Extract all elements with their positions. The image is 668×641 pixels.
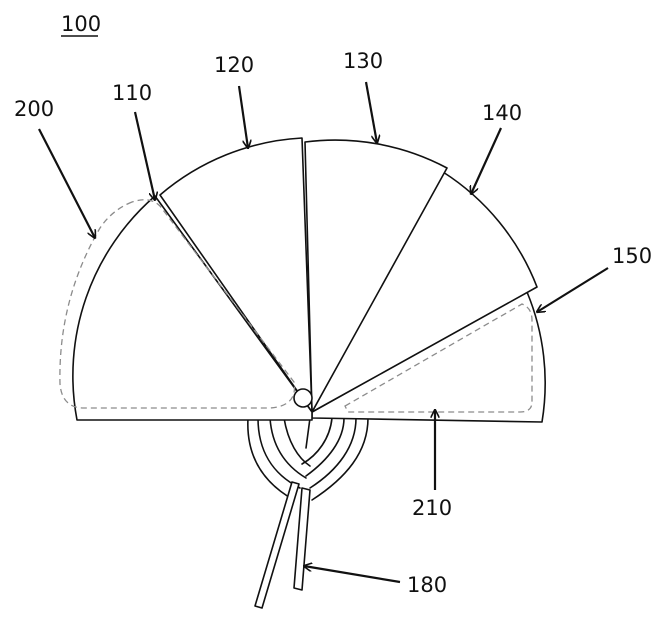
- leader-lines: [38, 81, 609, 584]
- blade-110: [72, 195, 313, 421]
- label-200: 200: [14, 97, 54, 121]
- label-150: 150: [612, 244, 652, 268]
- strap-ends: [254, 481, 311, 609]
- reference-numerals: 100 200 110 120 130 140 150 210 180: [14, 12, 652, 597]
- blade-140: [311, 171, 538, 413]
- label-100: 100: [61, 12, 101, 36]
- pivot-pin: [293, 388, 313, 408]
- label-210: 210: [412, 496, 452, 520]
- label-180: 180: [407, 573, 447, 597]
- strap-bands: [247, 417, 369, 501]
- label-140: 140: [482, 101, 522, 125]
- label-130: 130: [343, 49, 383, 73]
- label-110: 110: [112, 81, 152, 105]
- cushion-200-outline: [59, 199, 296, 409]
- blade-120: [159, 137, 313, 413]
- cushion-210-outline: [344, 303, 533, 413]
- label-120: 120: [214, 53, 254, 77]
